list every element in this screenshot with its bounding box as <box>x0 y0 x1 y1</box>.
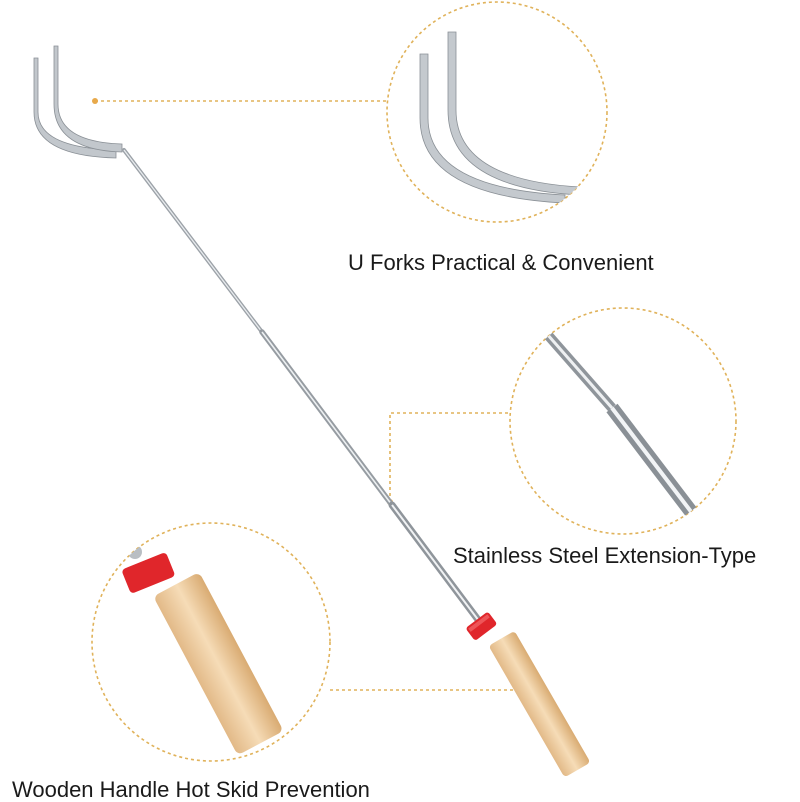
caption-fork: U Forks Practical & Convenient <box>348 250 654 275</box>
callout-circle-handle <box>91 522 331 762</box>
roasting-stick <box>33 45 590 776</box>
callout-circle-fork <box>386 1 608 223</box>
zoom-fork-detail <box>419 31 607 222</box>
caption-steel: Stainless Steel Extension-Type <box>453 543 757 568</box>
callout-circle-steel <box>509 307 737 535</box>
fork-tines <box>33 57 117 159</box>
zoom-handle-detail <box>122 545 282 754</box>
zoom-steel-detail <box>536 322 711 534</box>
caption-handle: Wooden Handle Hot Skid Prevention <box>12 777 370 802</box>
leader-line-steel <box>389 412 510 502</box>
